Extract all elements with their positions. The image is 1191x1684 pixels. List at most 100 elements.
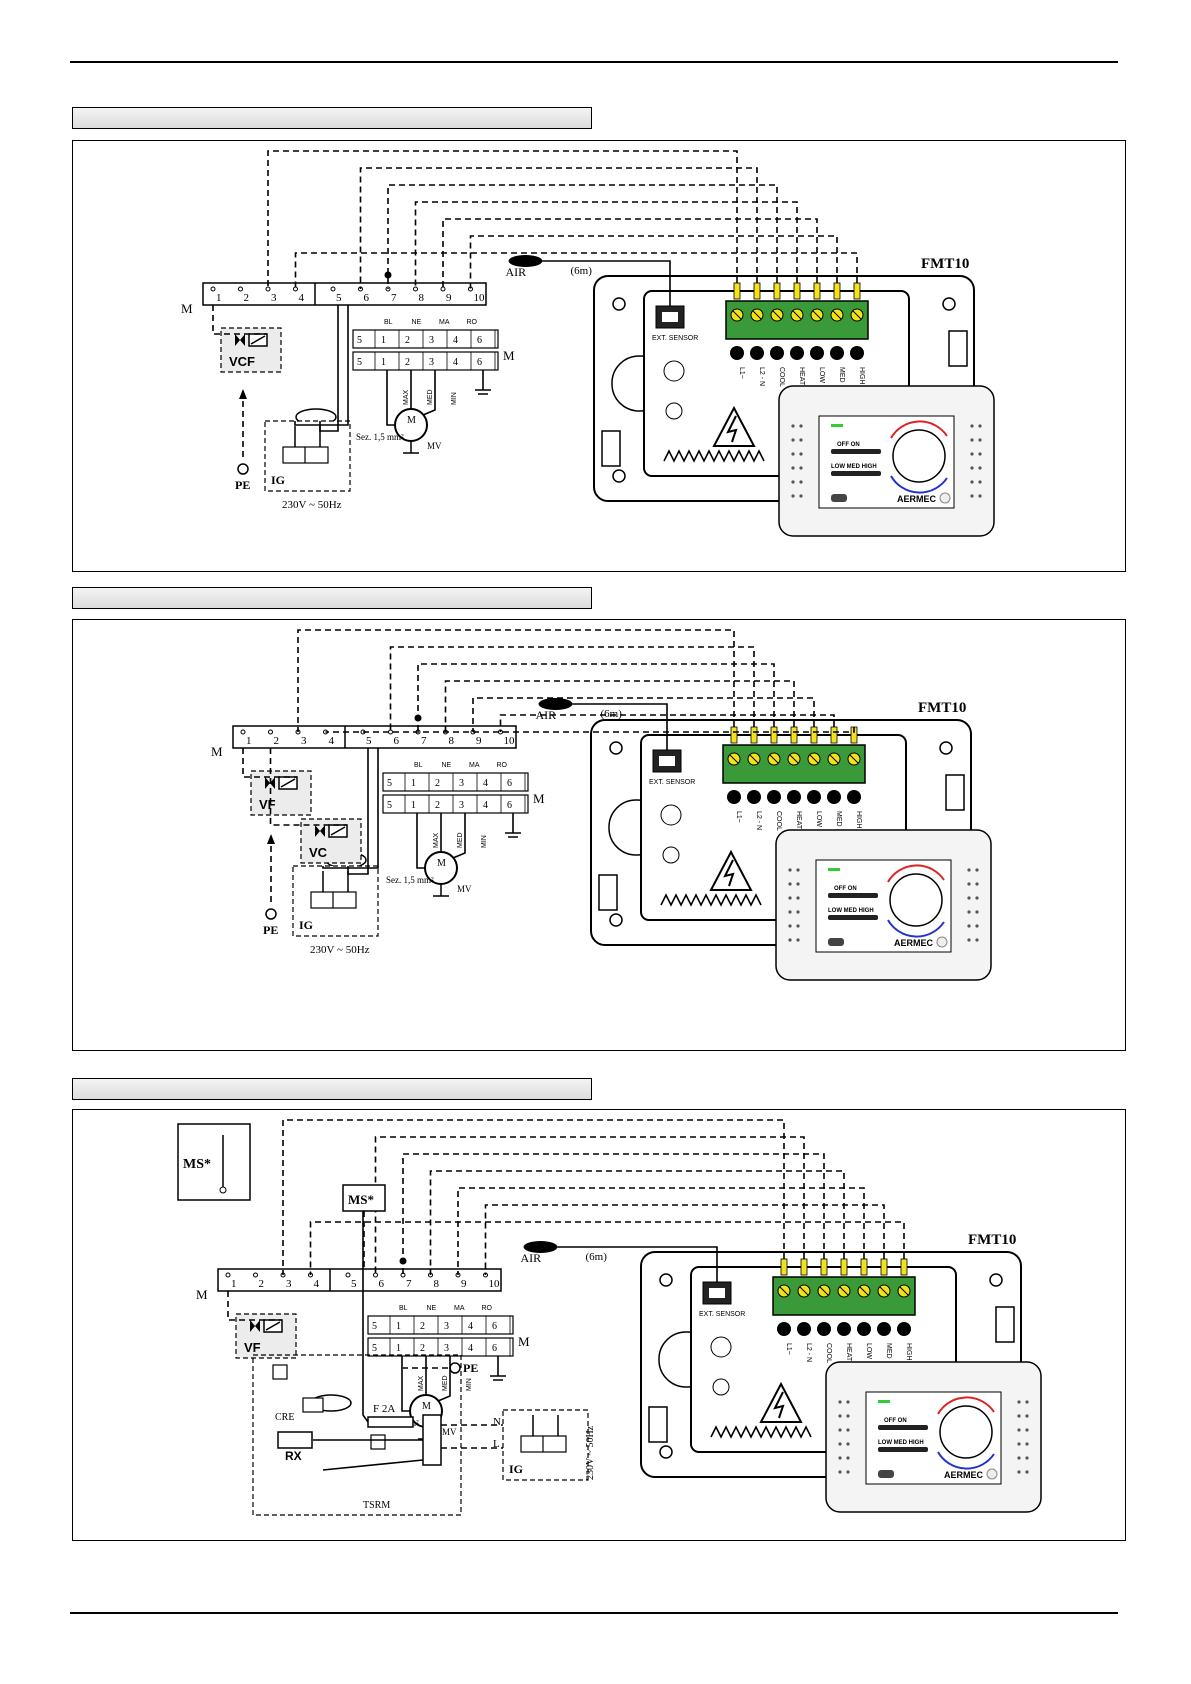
- sensor-grille-icon: [878, 1470, 894, 1478]
- ext-sensor-socket-icon: [709, 1288, 725, 1298]
- screw-slot: [749, 754, 759, 764]
- terminal-number: 2: [259, 1278, 265, 1290]
- valve-wire: [242, 748, 297, 778]
- terminal-hole: [777, 1322, 791, 1336]
- screw-slot: [829, 754, 839, 764]
- terminal-pin: [345, 1272, 351, 1278]
- screw-hole-icon: [612, 469, 626, 483]
- motor-terminal-row: [352, 329, 499, 349]
- cert-mark-icon: [663, 360, 685, 382]
- valve-label: VC: [309, 845, 328, 860]
- motor-terminal-number: 5: [357, 357, 362, 368]
- motor-terminal-number: 4: [483, 778, 488, 789]
- screw-hole-icon: [609, 913, 623, 927]
- screw-hole-icon: [659, 1445, 673, 1459]
- vent-dot: [967, 868, 971, 872]
- terminal-hole: [830, 346, 844, 360]
- terminal-number: 1: [216, 292, 222, 304]
- sensor-grille-icon: [831, 494, 847, 502]
- motor-terminal-number: 5: [387, 778, 392, 789]
- ctrl-terminal-label: L1~: [735, 811, 742, 823]
- terminal-wire-end: [833, 282, 841, 300]
- cold-arc: [890, 475, 948, 494]
- screw-slot: [729, 754, 739, 764]
- vent-dot: [970, 438, 974, 442]
- wall-clip: [598, 874, 618, 911]
- vent-dot: [1025, 1428, 1029, 1432]
- control-wire: [325, 727, 855, 733]
- power-terminal-block: [422, 1414, 442, 1466]
- terminal-wire-end: [820, 1258, 828, 1276]
- cert-mark-icon: [710, 1336, 732, 1358]
- brand-logo: AERMEC: [894, 938, 934, 948]
- motor-label: MV: [457, 884, 472, 894]
- vent-dot: [788, 938, 792, 942]
- terminal-hole: [750, 346, 764, 360]
- air-sensor-icon: [523, 1241, 558, 1253]
- terminal-wire-end: [840, 1258, 848, 1276]
- cre-label: CRE: [275, 1412, 294, 1423]
- motor-terminal-number: 1: [396, 1343, 401, 1354]
- high-voltage-warning-icon: [709, 849, 753, 891]
- terminal-number: 7: [391, 292, 397, 304]
- vent-dot: [799, 424, 803, 428]
- screw-slot: [859, 1286, 869, 1296]
- terminal-wire-end: [860, 1258, 868, 1276]
- control-wire: [417, 663, 775, 732]
- indicator-lamp: [939, 492, 951, 504]
- terminal-wire-end: [810, 726, 818, 744]
- motor-terminal-number: 3: [444, 1343, 449, 1354]
- cre-relay-coil: [302, 1397, 324, 1413]
- terminal-number: 3: [286, 1278, 292, 1290]
- terminal-hole: [727, 790, 741, 804]
- motor-label: MV: [427, 441, 442, 451]
- motor-terminal-number: 4: [483, 800, 488, 811]
- terminal-number: 9: [446, 292, 452, 304]
- motor-terminal-number: 4: [468, 1343, 473, 1354]
- ctrl-terminal-label: HIGH: [855, 811, 862, 829]
- terminal-pin: [388, 729, 393, 735]
- screw-slot: [752, 310, 762, 320]
- vent-dot: [1017, 1470, 1021, 1474]
- terminal-number: 4: [299, 292, 305, 304]
- air-sensor-icon: [538, 698, 573, 710]
- supply-label: 230V ~ 50Hz: [282, 499, 342, 511]
- speed-label: MAX: [418, 1376, 425, 1392]
- wire-color-label: RO: [467, 319, 478, 326]
- switch-label: IG: [299, 918, 313, 932]
- vent-dot: [967, 910, 971, 914]
- terminal-number: 3: [301, 735, 307, 747]
- screw-slot: [819, 1286, 829, 1296]
- terminal-pin: [268, 729, 273, 735]
- motor-terminal-number: 1: [381, 335, 386, 346]
- motor-terminal-row: [367, 1315, 514, 1335]
- section-header-1: [72, 107, 592, 129]
- vent-dot: [791, 438, 795, 442]
- vent-dot: [838, 1456, 842, 1460]
- terminal-wire-end: [813, 282, 821, 300]
- vent-dot: [1025, 1442, 1029, 1446]
- speed-switch: [828, 915, 878, 920]
- motor-label: MV: [442, 1427, 457, 1437]
- hot-arc: [887, 864, 945, 883]
- ctrl-terminal-label: LOW: [815, 811, 822, 827]
- terminal-pin: [238, 286, 243, 292]
- terminal-wire-end: [750, 726, 758, 744]
- valve-icon: [235, 334, 245, 346]
- terminal-number: 9: [461, 1278, 467, 1290]
- screw-slot: [849, 754, 859, 764]
- motor-symbol: M: [422, 1401, 431, 1412]
- vent-dot: [1025, 1400, 1029, 1404]
- vent-dot: [978, 480, 982, 484]
- bottom-rule: [70, 1612, 1118, 1614]
- board-label-m-right: M: [533, 791, 545, 806]
- valve-icon: [315, 825, 325, 837]
- valve-label: VCF: [229, 354, 255, 369]
- vent-dot: [799, 480, 803, 484]
- lightning-icon: [773, 1391, 785, 1419]
- vent-dot: [967, 896, 971, 900]
- valve-icon: [250, 1320, 260, 1332]
- control-wire: [359, 167, 758, 289]
- terminal-hole: [770, 346, 784, 360]
